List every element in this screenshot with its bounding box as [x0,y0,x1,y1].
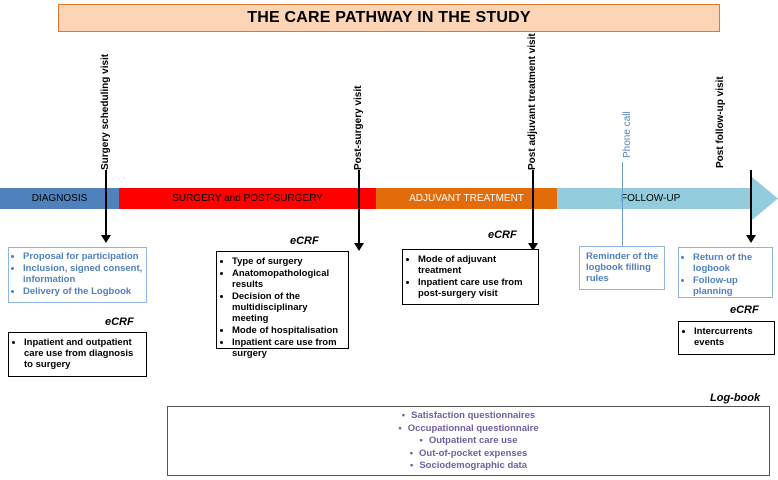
logbook-item: •Sociodemographic data [409,460,527,471]
visit-label-phone-call: Phone call [622,111,633,158]
ecrf-label-surgery: eCRF [290,235,319,247]
reminder-box: Reminder of the logbook filling rules [579,246,665,290]
logbook-item: •Out-of-pocket expenses [409,447,528,459]
followup-ecrf-item: Intercurrents events [694,326,771,348]
ecrf-label-follow-up: eCRF [730,304,759,316]
logbook-box: •Satisfaction questionnaires •Occupation… [167,406,770,476]
logbook-item: •Satisfaction questionnaires [401,410,536,421]
phase-surgery-label: SURGERY and POST-SURGERY [172,193,323,204]
logbook-item: •Outpatient care use [419,435,518,446]
arrow-down-icon [101,235,111,243]
surgery-ecrf-item: Mode of hospitalisation [232,325,345,336]
phase-adjuvant: ADJUVANT TREATMENT [376,188,557,209]
visit-line-post-surgery [358,170,360,244]
visit-label-post-follow-up: Post follow-up visit [715,76,726,168]
visit-label-post-surgery: Post-surgery visit [353,85,364,170]
surgery-ecrf-item: Type of surgery [232,256,345,267]
logbook-item: •Occupationnal questionnaire [398,422,539,434]
participation-item: Proposal for participation [23,251,144,262]
phase-diagnosis: DIAGNOSIS [0,188,119,209]
participation-item: Delivery of the Logbook [23,286,144,297]
logbook-label: Log-book [710,392,761,404]
participation-box: Proposal for participation Inclusion, si… [8,247,147,303]
visit-line-surgery-scheduling [105,170,107,236]
timeline-arrowhead-icon [752,177,778,220]
followup-item: Follow-up planning [693,275,770,297]
participation-item: Inclusion, signed consent, information [23,263,144,285]
arrow-down-icon [354,243,364,251]
diagram-title: THE CARE PATHWAY IN THE STUDY [58,4,720,32]
diagnosis-ecrf-box: Inpatient and outpatient care use from d… [8,332,147,377]
reminder-text: Reminder of the logbook filling rules [586,251,659,284]
visit-line-post-follow-up [750,170,752,236]
followup-box: Return of the logbook Follow-up planning [678,247,773,298]
arrow-down-icon [528,243,538,251]
diagram-title-text: THE CARE PATHWAY IN THE STUDY [247,9,531,26]
adjuvant-ecrf-item: Mode of adjuvant treatment [418,254,535,276]
visit-line-phone-call [622,162,623,246]
phase-surgery: SURGERY and POST-SURGERY [119,188,376,209]
phase-diagnosis-label: DIAGNOSIS [31,193,88,204]
surgery-ecrf-box: Type of surgery Anatomopathological resu… [216,251,349,359]
visit-line-post-adjuvant [532,170,534,244]
adjuvant-ecrf-item: Inpatient care use from post-surgery vis… [418,277,535,299]
phase-adjuvant-label: ADJUVANT TREATMENT [409,193,524,204]
visit-label-surgery-scheduling: Surgery scheduling visit [100,53,111,170]
visit-label-post-adjuvant: Post adjuvant treatment visit [527,33,538,170]
phase-follow-up-label: FOLLOW-UP [621,193,681,204]
followup-ecrf-box: Intercurrents events [678,321,775,355]
adjuvant-ecrf-box: Mode of adjuvant treatment Inpatient car… [402,249,539,305]
followup-item: Return of the logbook [693,252,770,274]
arrow-down-icon [746,235,756,243]
ecrf-label-diagnosis: eCRF [105,316,134,328]
diagnosis-ecrf-item: Inpatient and outpatient care use from d… [24,337,143,370]
ecrf-label-adjuvant: eCRF [488,229,517,241]
surgery-ecrf-item: Decision of the multidisciplinary meetin… [232,291,345,324]
surgery-ecrf-item: Anatomopathological results [232,268,345,290]
phase-follow-up: FOLLOW-UP [557,188,755,209]
surgery-ecrf-item: Inpatient care use from surgery [232,337,345,359]
